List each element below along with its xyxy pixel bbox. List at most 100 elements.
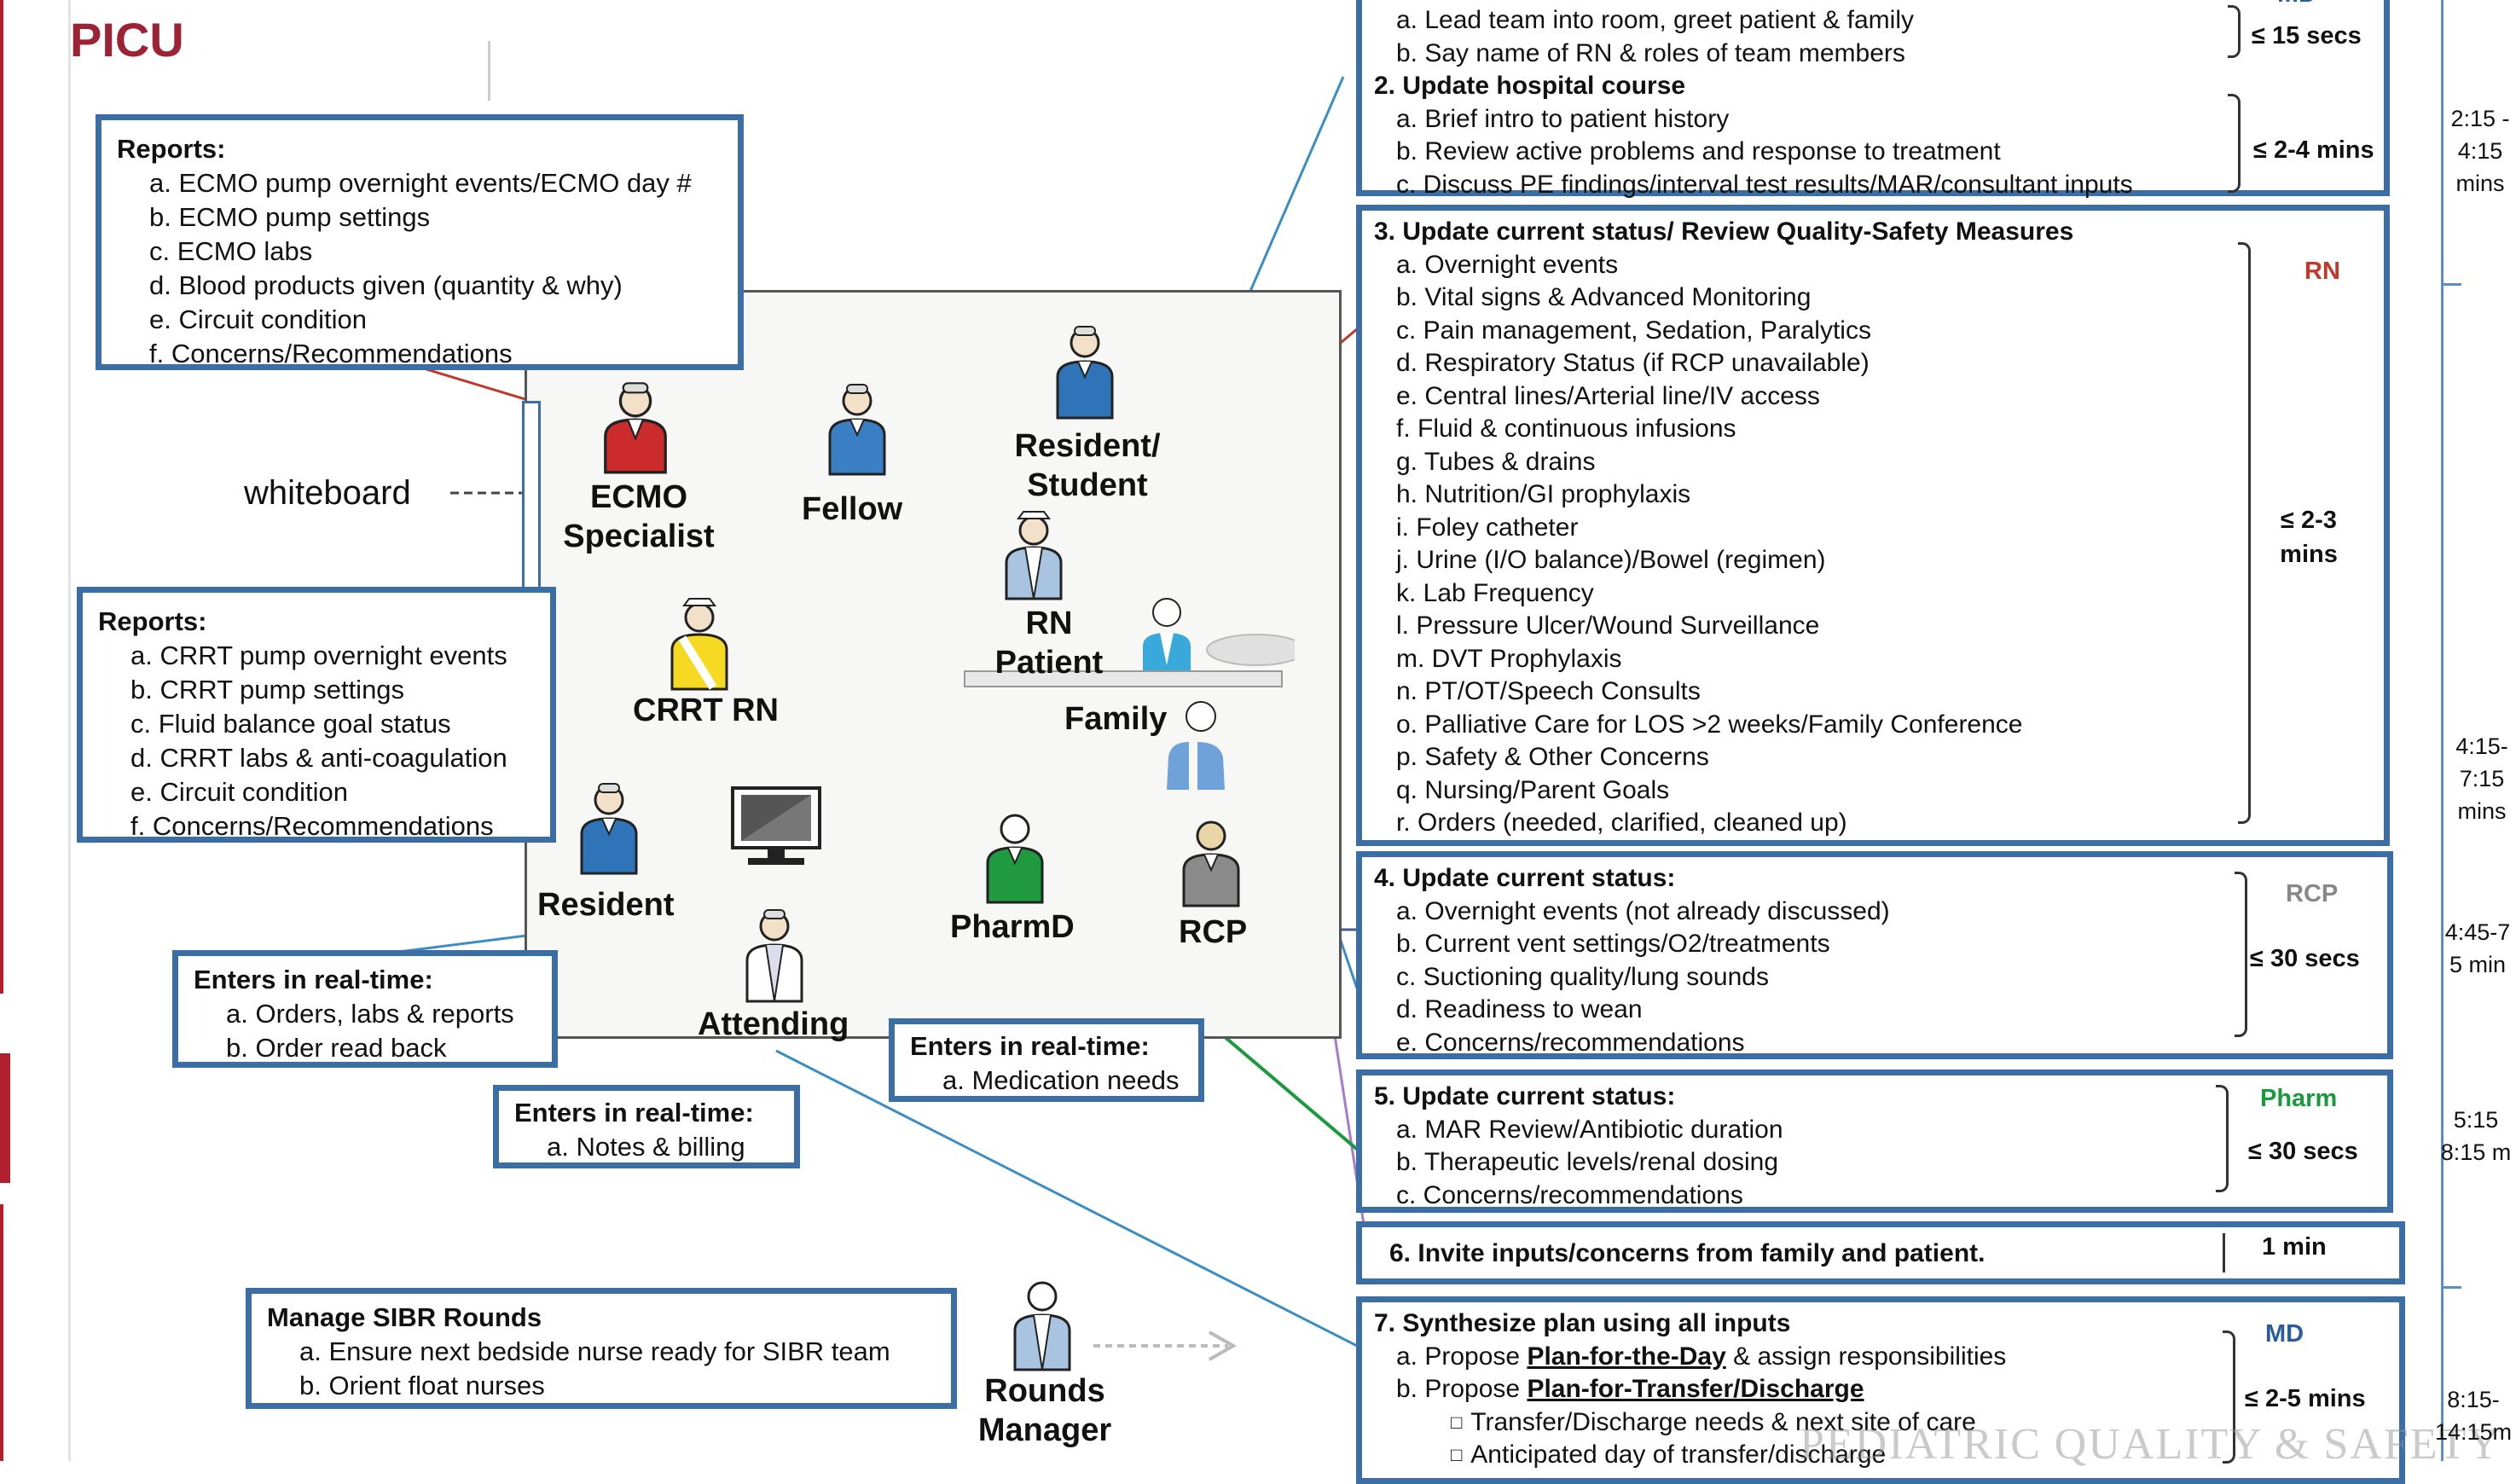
- step-5-box: 5. Update current status: a. MAR Review/…: [1356, 1070, 2393, 1213]
- rounds-manage-box: Manage SIBR Rounds a. Ensure next bedsid…: [246, 1288, 957, 1409]
- step3-item: m. DVT Prophylaxis: [1396, 644, 1622, 673]
- step3-item: h. Nutrition/GI prophylaxis: [1396, 480, 1691, 508]
- step7-sub-item: Transfer/Discharge needs & next site of …: [1374, 1406, 2391, 1440]
- step3-item: q. Nursing/Parent Goals: [1396, 775, 1670, 804]
- rounds-manager-label: Rounds Manager: [977, 1373, 1112, 1448]
- step4-item: a. Overnight events (not already discuss…: [1396, 896, 1890, 925]
- attending-label: Attending: [698, 1006, 849, 1042]
- step7-a-prefix: a. Propose: [1396, 1342, 1528, 1371]
- plan-for-transfer-link[interactable]: Plan-for-Transfer/Discharge: [1527, 1375, 1864, 1403]
- step7-a-suffix: & assign responsibilities: [1725, 1342, 2007, 1371]
- step3-title: 3. Update current status/ Review Quality…: [1374, 217, 2074, 246]
- step7-b-prefix: b. Propose: [1396, 1375, 1528, 1403]
- step3-item: c. Pain management, Sedation, Paralytics: [1396, 316, 1871, 345]
- step6-title: 6. Invite inputs/concerns from family an…: [1389, 1239, 1986, 1267]
- timeline-line: 4:15: [2457, 138, 2503, 164]
- rounds-manager-icon: [1013, 1281, 1071, 1371]
- attending-enters-box: Enters in real-time: a. Notes & billing: [493, 1085, 800, 1168]
- left-edge-rule-top: [0, 0, 3, 994]
- left-gray-rule: [68, 0, 71, 1461]
- ecmo-specialist-label: ECMO Specialist: [563, 479, 715, 554]
- resident-label: Resident: [537, 887, 675, 923]
- rcp-label: RCP: [1179, 914, 1248, 950]
- step5-item: b. Therapeutic levels/renal dosing: [1396, 1148, 1779, 1176]
- ecmo-specialist-icon: [604, 382, 667, 474]
- patient-icon: [1143, 598, 1295, 672]
- whiteboard: [522, 401, 541, 589]
- rounds-manage-title: Manage SIBR Rounds: [267, 1302, 542, 1332]
- resident-enters-item: a. Orders, labs & reports: [226, 999, 514, 1029]
- step3-item: j. Urine (I/O balance)/Bowel (regimen): [1396, 546, 1826, 574]
- timeline-line: 8:15 m: [2440, 1139, 2512, 1165]
- step2-time: ≤ 2-4 mins: [2253, 136, 2374, 164]
- patient-bed: [964, 670, 1283, 687]
- attending-enters-title: Enters in real-time:: [514, 1098, 754, 1127]
- rcp-icon: [1182, 820, 1240, 907]
- step1-bracket: [2228, 5, 2241, 58]
- pharmd-enters-title: Enters in real-time:: [910, 1031, 1150, 1061]
- step3-item: g. Tubes & drains: [1396, 447, 1596, 476]
- resident-enters-title: Enters in real-time:: [194, 965, 433, 994]
- whiteboard-label: whiteboard: [244, 474, 411, 512]
- timeline-entry: 4:15- 7:15 mins: [2448, 730, 2516, 827]
- timeline-line: 4:15-: [2455, 733, 2508, 759]
- step7-time: ≤ 2-5 mins: [2245, 1385, 2366, 1412]
- timeline-line: 14:15m: [2434, 1419, 2513, 1445]
- step-4-box: 4. Update current status: a. Overnight e…: [1356, 851, 2393, 1059]
- timeline-entry: 4:45-7 5 min: [2439, 916, 2516, 981]
- ecmo-report-item: d. Blood products given (quantity & why): [149, 270, 623, 300]
- attending-icon: [745, 909, 803, 1003]
- attending-enters-item: a. Notes & billing: [547, 1132, 745, 1162]
- step3-item: b. Vital signs & Advanced Monitoring: [1396, 283, 1812, 311]
- journal-watermark: PEDIATRIC QUALITY & SAFETY: [1800, 1420, 2502, 1469]
- crrt-rn-label: CRRT RN: [633, 693, 779, 728]
- crrt-report-item: c. Fluid balance goal status: [130, 709, 451, 739]
- timeline-line: 5:15: [2453, 1107, 2499, 1133]
- step6-tick: [2223, 1233, 2225, 1272]
- step3-item: i. Foley catheter: [1396, 513, 1579, 542]
- step1-item: b. Say name of RN & roles of team member…: [1396, 38, 1905, 67]
- step4-item: e. Concerns/recommendations: [1396, 1028, 1745, 1057]
- crrt-report-item: f. Concerns/Recommendations: [130, 811, 494, 841]
- step7-title: 7. Synthesize plan using all inputs: [1374, 1309, 1791, 1337]
- resident-icon: [580, 783, 638, 875]
- computer-monitor-icon: [731, 786, 821, 865]
- step3-time: ≤ 2-3 mins: [2280, 507, 2338, 568]
- timeline-entry: 8:15- 14:15m: [2431, 1383, 2516, 1448]
- rounds-manage-item: a. Ensure next bedside nurse ready for S…: [299, 1336, 890, 1366]
- step3-item: f. Fluid & continuous infusions: [1396, 414, 1736, 443]
- timeline-tick: [2441, 283, 2461, 286]
- ecmo-report-item: a. ECMO pump overnight events/ECMO day #: [149, 168, 692, 198]
- ecmo-report-item: b. ECMO pump settings: [149, 202, 431, 232]
- rounds-manage-item: b. Orient float nurses: [299, 1371, 545, 1400]
- resident-enters-box: Enters in real-time: a. Orders, labs & r…: [172, 950, 558, 1068]
- step4-item: b. Current vent settings/O2/treatments: [1396, 930, 1830, 958]
- rn-patient-label: RN Patient: [994, 606, 1104, 681]
- step1-item: a. Lead team into room, greet patient & …: [1396, 6, 1914, 34]
- step5-time: ≤ 30 secs: [2248, 1138, 2358, 1165]
- pharmd-icon: [986, 814, 1044, 904]
- step3-role: RN: [2304, 258, 2340, 285]
- step3-item: e. Central lines/Arterial line/IV access: [1396, 381, 1820, 410]
- step2-item: a. Brief intro to patient history: [1396, 104, 1730, 133]
- step6-time: 1 min: [2262, 1233, 2327, 1261]
- timeline-line: 7:15: [2459, 766, 2505, 791]
- timeline-entry: 5:15 8:15 m: [2436, 1104, 2516, 1168]
- family-label: Family: [1064, 701, 1168, 737]
- step5-item: a. MAR Review/Antibiotic duration: [1396, 1115, 1783, 1144]
- step-6-box: 6. Invite inputs/concerns from family an…: [1356, 1221, 2405, 1284]
- rn-icon: [1005, 511, 1063, 600]
- step3-bracket: [2238, 242, 2251, 824]
- step4-bracket: [2235, 872, 2247, 1037]
- ecmo-report-item: f. Concerns/Recommendations: [149, 339, 513, 368]
- timeline-line: 2:15 -: [2450, 106, 2510, 131]
- crrt-report-item: a. CRRT pump overnight events: [130, 641, 507, 670]
- step4-time: ≤ 30 secs: [2250, 945, 2360, 972]
- timeline-tick: [2441, 1286, 2461, 1289]
- plan-for-the-day-link[interactable]: Plan-for-the-Day: [1527, 1342, 1726, 1371]
- step5-title: 5. Update current status:: [1374, 1082, 1676, 1110]
- step3-item: l. Pressure Ulcer/Wound Surveillance: [1396, 612, 1820, 640]
- step1-time: ≤ 15 secs: [2252, 22, 2362, 49]
- step3-item: r. Orders (needed, clarified, cleaned up…: [1396, 809, 1847, 837]
- step3-item: n. PT/OT/Speech Consults: [1396, 677, 1701, 705]
